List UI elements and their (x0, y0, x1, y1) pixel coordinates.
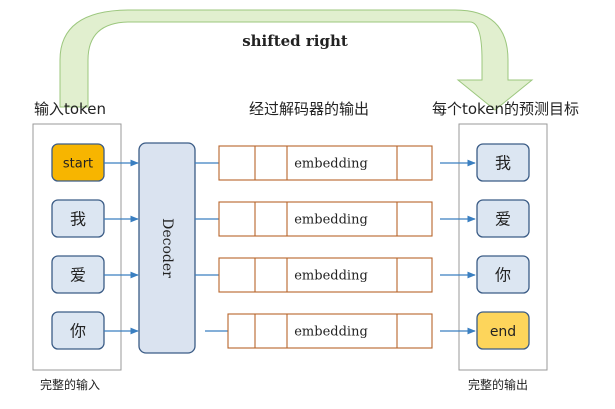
embedding-label: embedding (294, 325, 368, 340)
decoder-output-heading: 经过解码器的输出 (249, 100, 370, 118)
decoder-label: Decoder (159, 218, 175, 278)
decoder-block (138, 142, 196, 354)
output-token (476, 255, 530, 294)
output-caption: 完整的输出 (468, 378, 529, 392)
embedding-strip (227, 313, 433, 349)
output-token (476, 199, 530, 238)
embedding-label: embedding (294, 213, 368, 228)
input-token-label: 我 (70, 210, 86, 229)
prediction-target-heading: 每个token的预测目标 (432, 100, 579, 118)
shifted-right-arrow (59, 9, 534, 111)
shifted-right-label: shifted right (242, 32, 348, 50)
embedding-label: embedding (294, 157, 368, 172)
embedding-label: embedding (294, 269, 368, 284)
input-heading: 输入token (34, 100, 106, 118)
input-group-box (32, 123, 122, 371)
output-token-label: end (490, 324, 516, 340)
output-group-box (458, 123, 548, 371)
output-token-label: 我 (495, 154, 511, 173)
output-token (476, 143, 530, 182)
output-token (476, 311, 530, 350)
input-caption: 完整的输入 (40, 378, 101, 392)
input-token-label: 爱 (70, 266, 86, 285)
output-token-label: 爱 (495, 210, 511, 229)
output-token-label: 你 (495, 266, 511, 285)
input-token-label: 你 (70, 322, 86, 341)
input-token-label: start (63, 157, 93, 172)
